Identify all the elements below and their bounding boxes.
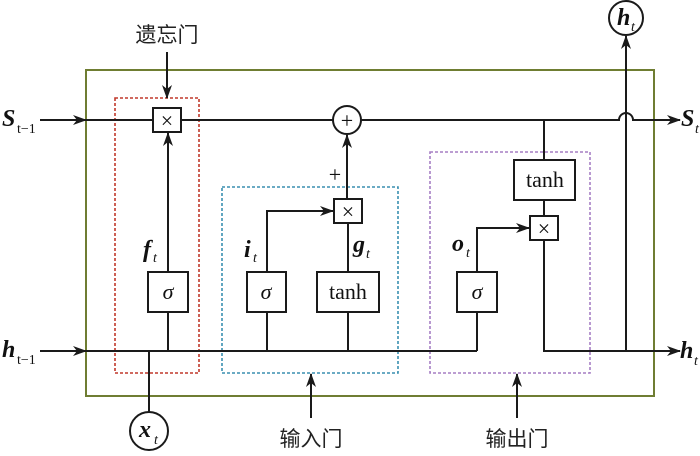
output-tanh-label: tanh bbox=[526, 167, 564, 192]
i-line bbox=[266, 206, 334, 272]
forget-sigma-label: σ bbox=[163, 279, 175, 304]
i-sub: t bbox=[253, 251, 258, 266]
hidden-out-label: h bbox=[680, 338, 693, 364]
state-out-sub: t bbox=[695, 122, 700, 137]
input-tanh-label: tanh bbox=[329, 279, 367, 304]
o-label: o bbox=[452, 231, 464, 257]
f-sub: t bbox=[153, 251, 158, 266]
i-label: i bbox=[244, 237, 251, 263]
forget-gate-label: 遗忘门 bbox=[136, 23, 199, 47]
prev-state-sub: t−1 bbox=[17, 122, 36, 137]
output-sigma-box bbox=[456, 271, 498, 313]
output-multiply-sign: × bbox=[538, 216, 550, 241]
forget-multiply-sign: × bbox=[161, 108, 173, 133]
forget-gate-region bbox=[114, 97, 200, 374]
output-gate-region bbox=[429, 151, 591, 374]
output-sigma-label: σ bbox=[472, 279, 484, 304]
state-out-label: S bbox=[681, 106, 694, 132]
input-gate-label: 输入门 bbox=[280, 427, 343, 451]
prev-hidden-sub: t−1 bbox=[17, 353, 36, 368]
g-sub: t bbox=[366, 247, 371, 262]
add-sign: + bbox=[341, 108, 353, 133]
prev-hidden-label: h bbox=[2, 337, 15, 363]
plus-label: + bbox=[329, 162, 341, 187]
input-sigma-label: σ bbox=[261, 279, 273, 304]
output-gate-label: 输出门 bbox=[486, 427, 549, 451]
input-multiply-box bbox=[333, 198, 363, 224]
f-label: f bbox=[143, 237, 153, 263]
output-multiply-box bbox=[529, 215, 559, 241]
cell-frame bbox=[85, 69, 655, 397]
hidden-out-sub: t bbox=[694, 354, 699, 369]
x-input-circle bbox=[129, 411, 169, 451]
x-input-label: x bbox=[138, 417, 151, 443]
o-sub: t bbox=[466, 246, 471, 261]
input-sigma-box bbox=[246, 271, 287, 313]
hidden-top-label: h bbox=[617, 5, 630, 31]
hidden-top-sub: t bbox=[631, 20, 636, 35]
prev-state-label: S bbox=[2, 106, 15, 132]
hidden-out-line bbox=[543, 241, 660, 352]
o-line bbox=[476, 223, 530, 272]
g-label: g bbox=[352, 232, 365, 258]
x-input-sub: t bbox=[154, 433, 159, 448]
input-tanh-box bbox=[316, 271, 380, 313]
hidden-top-circle bbox=[608, 0, 644, 36]
input-multiply-sign: × bbox=[342, 199, 354, 224]
state-line-3 bbox=[361, 112, 655, 121]
